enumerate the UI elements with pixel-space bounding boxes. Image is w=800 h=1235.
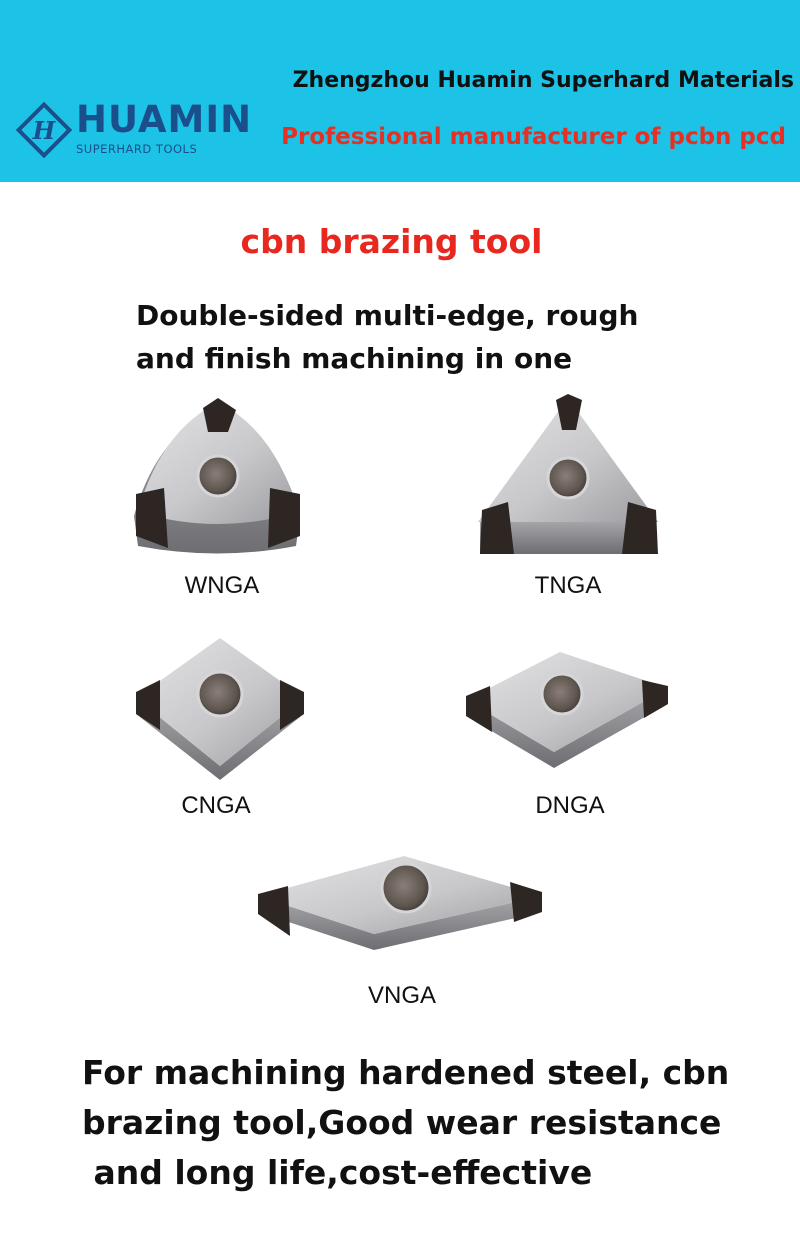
cnga-label: CNGA [181,792,251,819]
tnga-insert-image [478,394,658,554]
logo-name: HUAMIN [76,98,253,141]
footer-description: For machining hardened steel, cbn brazin… [82,1048,782,1198]
header-banner: H HUAMIN SUPERHARD TOOLS Zhengzhou Huami… [0,0,800,182]
wnga-label: WNGA [184,572,260,599]
cnga-insert-image [136,638,304,780]
product-title: cbn brazing tool [240,222,543,261]
vnga-label: VNGA [367,982,436,1009]
tnga-label: TNGA [534,572,602,599]
dnga-label: DNGA [535,792,605,819]
dnga-insert-image [466,652,668,768]
svg-text:H: H [32,116,57,145]
footer-line-3: and long life,cost-effective [82,1153,593,1192]
vnga-insert-image [258,856,542,950]
company-logo: H HUAMIN SUPERHARD TOOLS [16,98,251,162]
diamond-logo-icon: H [16,102,72,158]
tagline-line-1: Double-sided multi-edge, rough [136,299,639,332]
footer-line-1: For machining hardened steel, cbn [82,1053,730,1092]
product-tagline: Double-sided multi-edge, rough and finis… [136,294,756,380]
wnga-insert-image [134,398,300,554]
logo-subtitle: SUPERHARD TOOLS [76,142,198,156]
company-name: Zhengzhou Huamin Superhard Materials [292,68,794,93]
footer-line-2: brazing tool,Good wear resistance [82,1103,722,1142]
tagline-line-2: and finish machining in one [136,342,573,375]
company-slogan: Professional manufacturer of pcbn pcd [281,124,786,150]
